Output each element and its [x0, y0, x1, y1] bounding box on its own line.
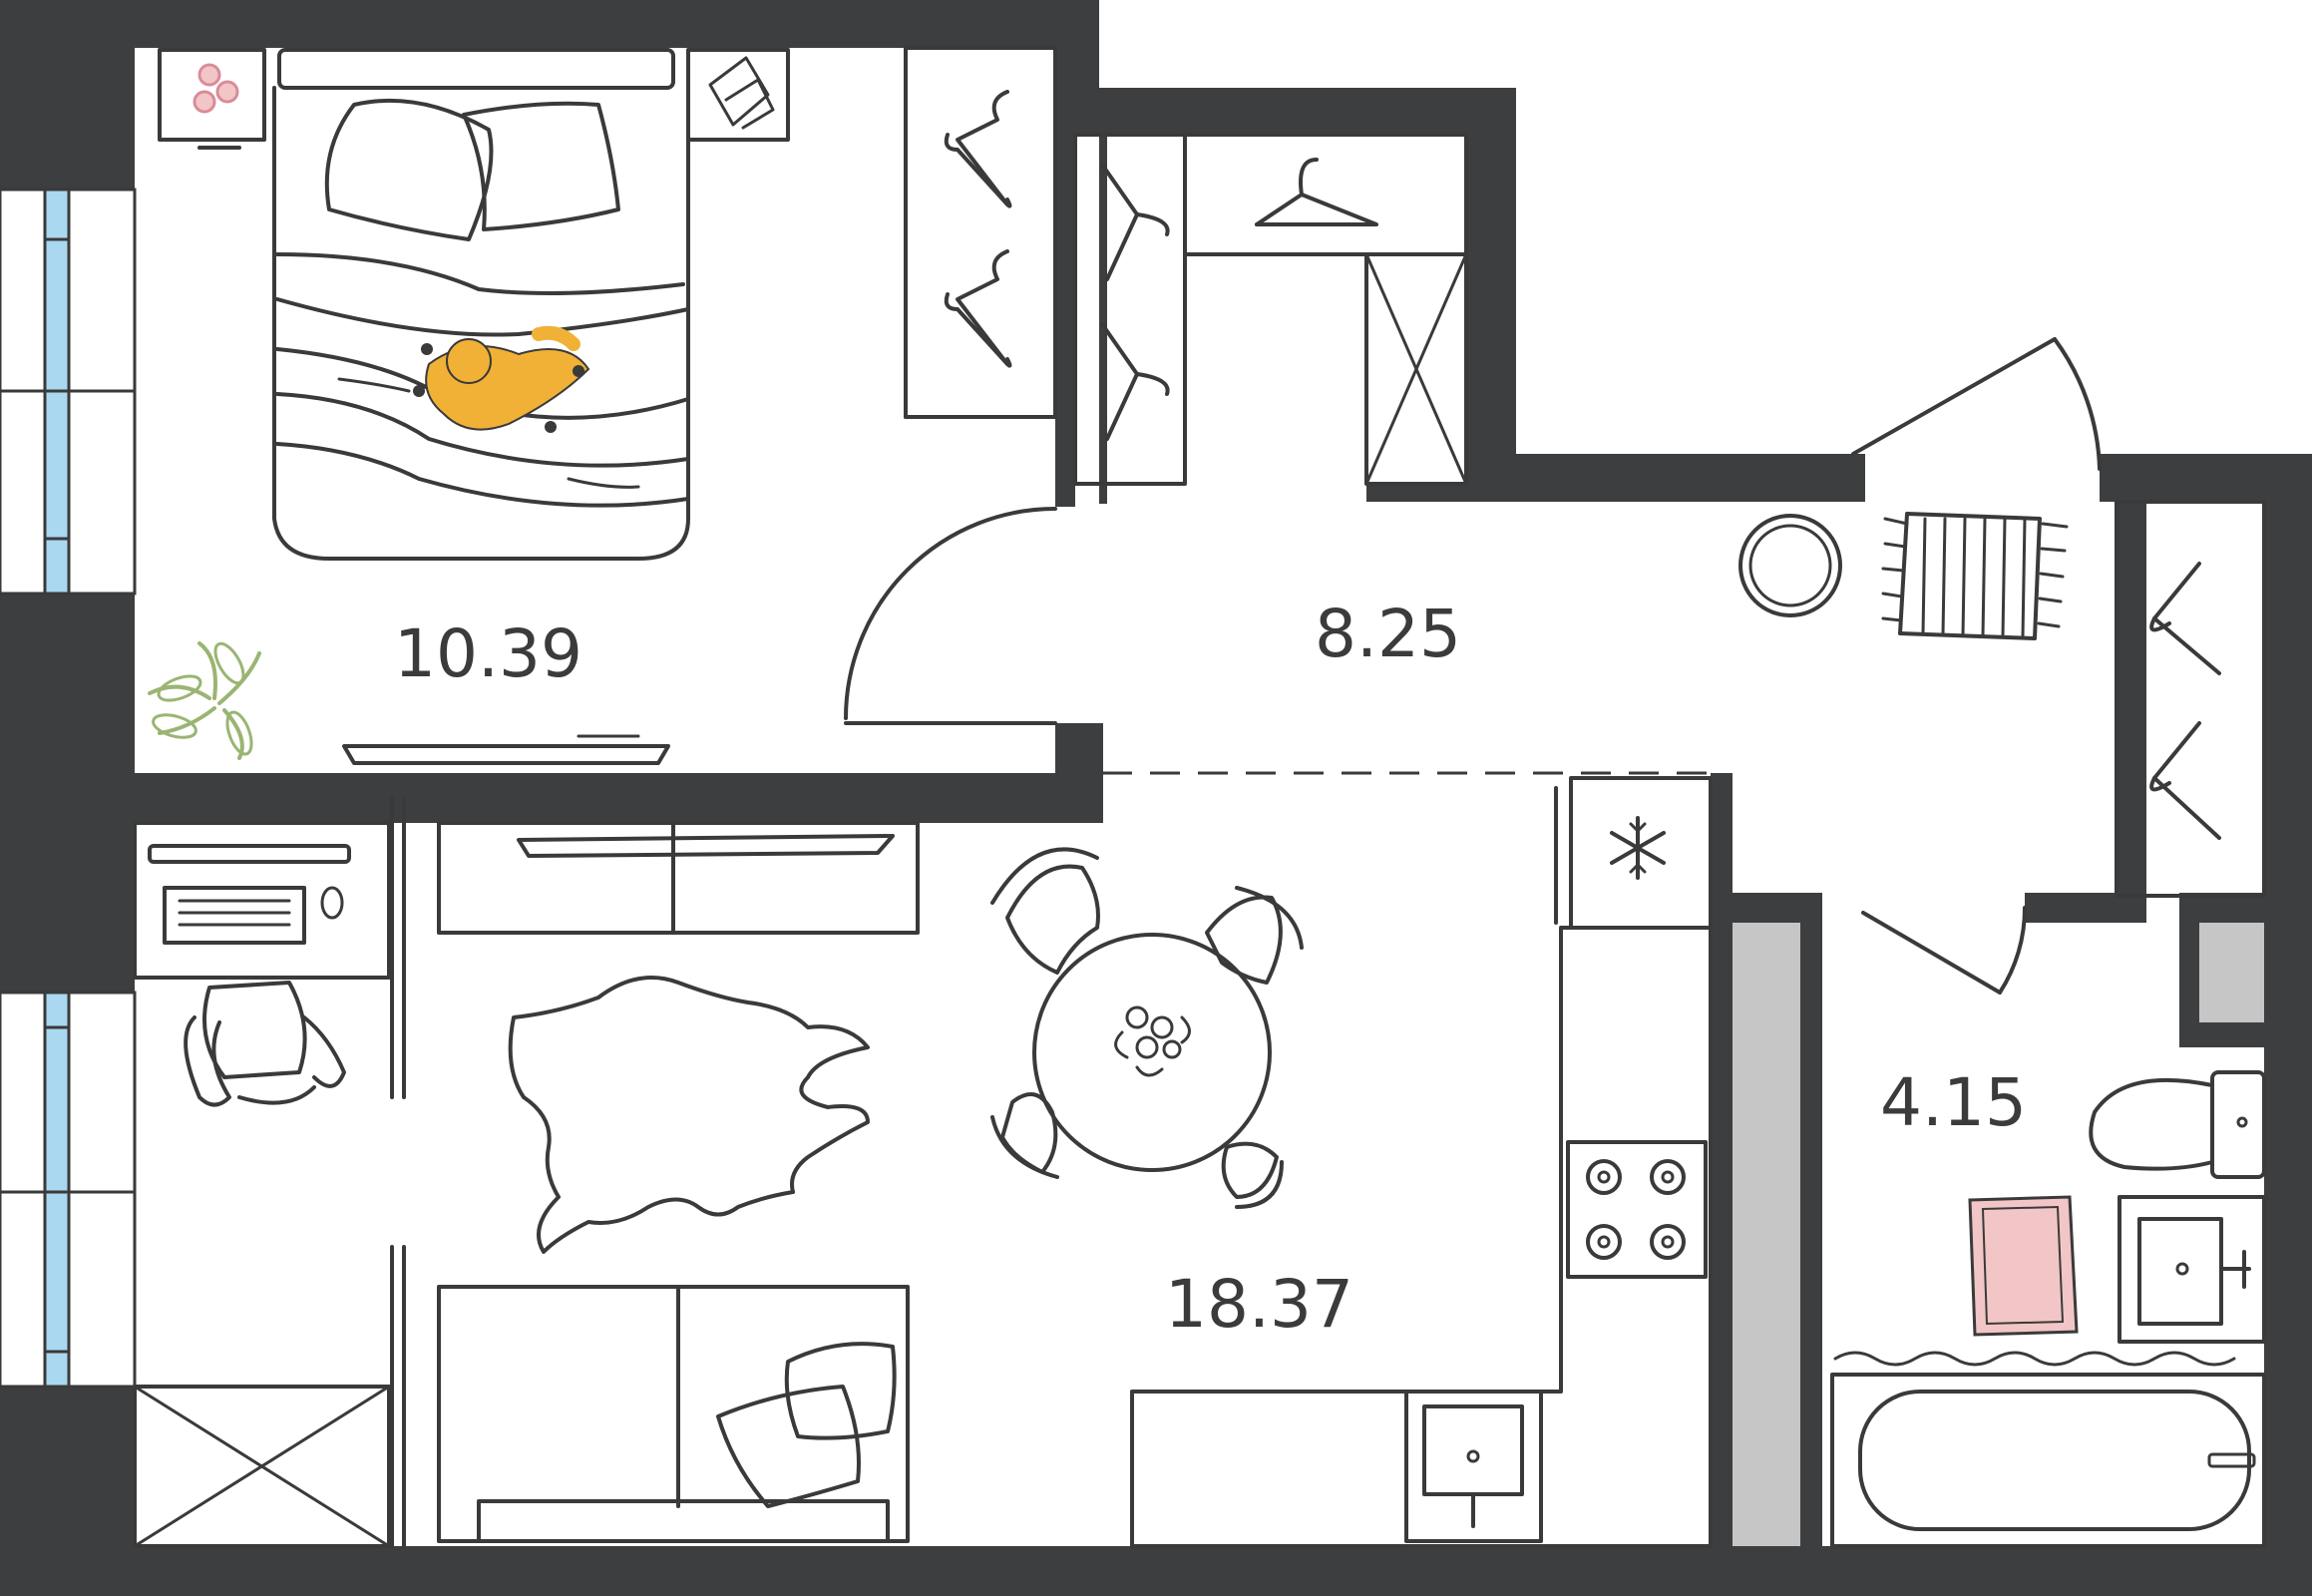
cowhide-rug	[508, 976, 870, 1254]
area-living-kitchen: 18.37	[1165, 1266, 1353, 1343]
bedroom-tv	[342, 734, 670, 765]
refrigerator	[1554, 776, 1713, 930]
door-entrance	[1851, 337, 2102, 471]
tv-console	[437, 821, 920, 935]
room-divider	[390, 796, 406, 1548]
window-living	[0, 991, 137, 1389]
area-hallway: 8.25	[1315, 596, 1461, 672]
window-bedroom	[0, 188, 137, 596]
walk-in-closet	[1073, 133, 1468, 486]
doormat	[1881, 512, 2069, 640]
bathtub	[1830, 1351, 2266, 1548]
cooktop	[1566, 1140, 1708, 1279]
kitchen-counter	[1130, 926, 1713, 1548]
sofa	[437, 1285, 910, 1543]
wardrobe-living	[133, 1385, 391, 1548]
bedroom-wardrobe	[904, 46, 1057, 419]
door-bedroom	[844, 507, 1057, 725]
round-mirror	[1738, 514, 1842, 617]
area-bedroom: 10.39	[394, 615, 582, 692]
hanger-icon	[944, 90, 2221, 840]
cat-icon	[413, 325, 590, 433]
flower-icon	[193, 63, 239, 114]
washbasin	[2118, 1195, 2266, 1344]
kitchen-sink	[1404, 1390, 1543, 1543]
bed	[272, 48, 690, 561]
hallway-wardrobe	[2115, 500, 2266, 898]
door-bathroom	[1861, 906, 2028, 995]
dining-table	[990, 847, 1304, 1209]
plant-icon	[148, 641, 261, 760]
flower-icon	[1114, 1005, 1191, 1077]
nightstand-left	[158, 48, 266, 150]
snowflake-icon	[1610, 816, 1666, 880]
area-bathroom: 4.15	[1880, 1064, 2027, 1141]
bath-mat	[1968, 1195, 2079, 1337]
toilet	[2089, 1070, 2266, 1179]
ventilation-shaft	[1733, 923, 1800, 1546]
desk-chair	[184, 981, 346, 1107]
nightstand-right	[686, 48, 790, 142]
ventilation-shaft	[2199, 923, 2264, 1022]
desk	[133, 821, 391, 980]
